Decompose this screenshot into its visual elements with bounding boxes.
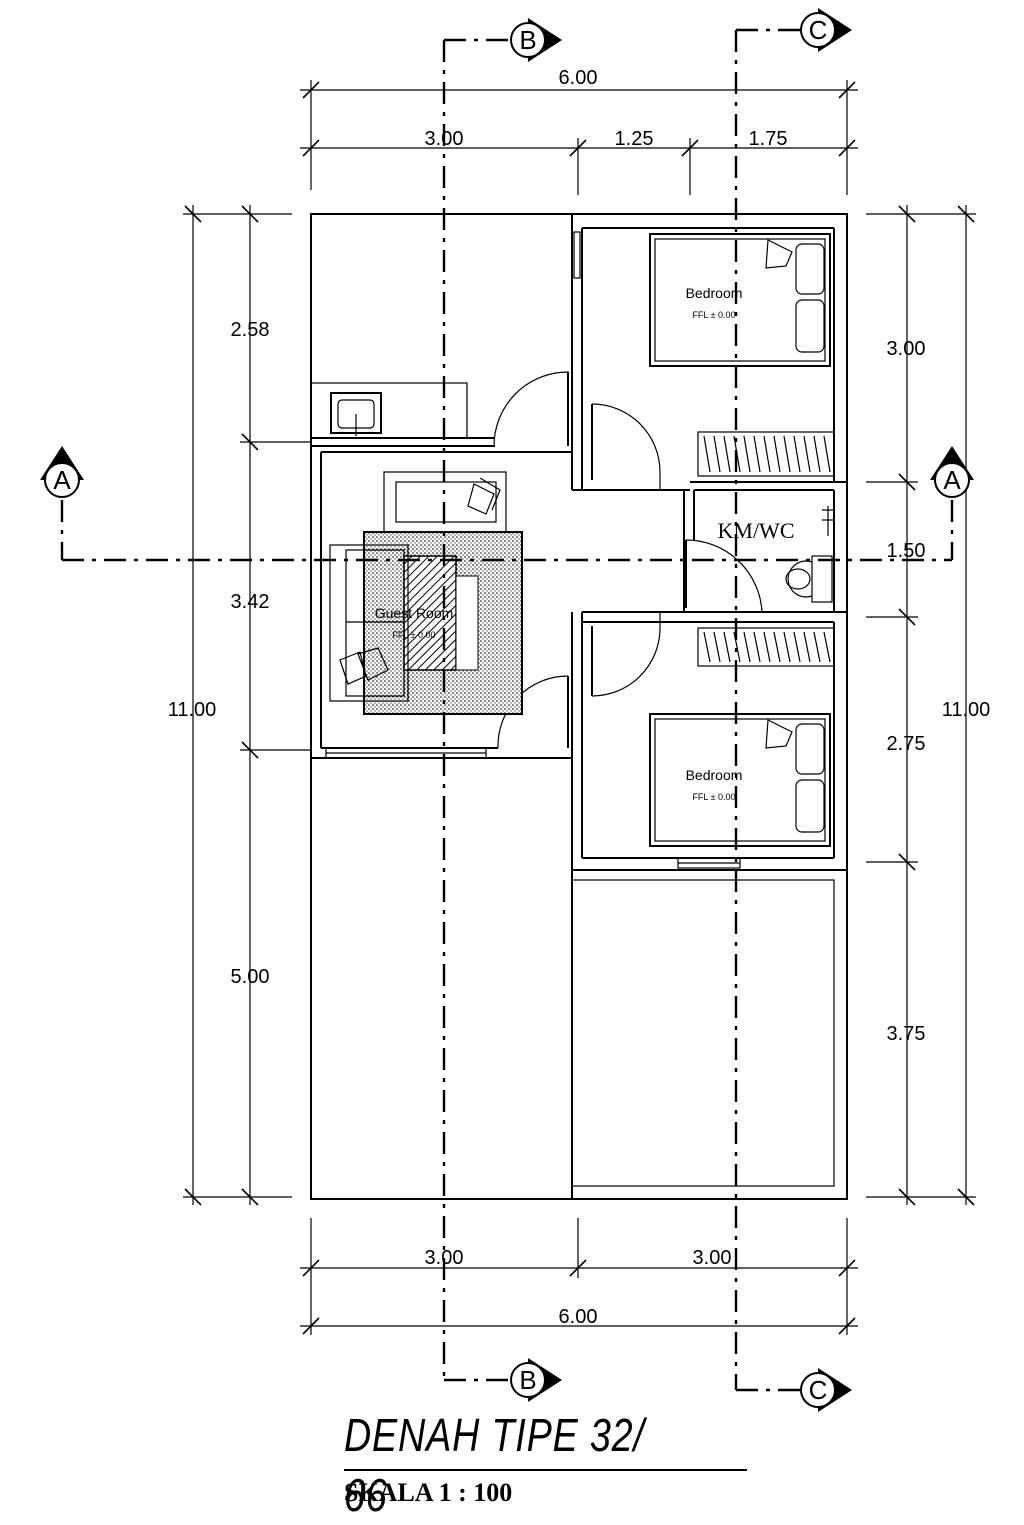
section-marker-a-right: A: [930, 446, 974, 498]
drawing-scale: SKALA 1 : 100: [344, 1478, 513, 1507]
room-ffl-guest-room: FFL ± 0.00: [392, 630, 435, 640]
bathroom-fixtures: [785, 506, 834, 603]
dim-right-total: 11.00: [942, 699, 991, 721]
bed-bottom: [649, 713, 831, 847]
walls: [310, 213, 848, 1200]
drawing-title: DENAH TIPE 32/ 66: [344, 1409, 645, 1521]
dimension-lines: [183, 80, 976, 1335]
marker-label-c-bottom: C: [809, 1375, 828, 1405]
section-marker-c-bottom: C: [800, 1368, 852, 1412]
dim-left-2: 3.42: [231, 591, 270, 613]
dim-right-2: 1.50: [887, 540, 926, 562]
dim-left-total: 11.00: [168, 699, 217, 721]
room-label-bedroom-top: Bedroom: [686, 285, 743, 301]
windows: [325, 231, 741, 869]
dim-top-mid: 1.25: [615, 128, 654, 150]
dim-left-3: 5.00: [231, 966, 270, 988]
dim-right-1: 3.00: [887, 338, 926, 360]
room-label-guest-room: Guest Room: [375, 605, 454, 621]
section-marker-b-bottom: B: [510, 1358, 562, 1402]
room-ffl-bedroom-bottom: FFL ± 0.00: [692, 792, 735, 802]
section-axes: [60, 28, 954, 1392]
marker-label-a-left: A: [53, 465, 71, 495]
marker-label-c-top: C: [809, 15, 828, 45]
wardrobe-bottom: [697, 627, 835, 667]
dim-left-1: 2.58: [231, 319, 270, 341]
section-marker-c-top: C: [800, 8, 852, 52]
room-ffl-bedroom-top: FFL ± 0.00: [692, 310, 735, 320]
section-marker-a-left: A: [40, 446, 84, 498]
marker-label-a-right: A: [943, 465, 961, 495]
dim-right-4: 3.75: [887, 1023, 926, 1045]
guest-room-furniture: [329, 471, 523, 715]
room-label-bedroom-bottom: Bedroom: [686, 767, 743, 783]
section-marker-b-top: B: [510, 18, 562, 62]
room-label-bathroom: KM/WC: [718, 518, 795, 543]
marker-label-b-top: B: [519, 25, 536, 55]
dim-bottom-total: 6.00: [559, 1306, 598, 1328]
wardrobe-top: [697, 431, 835, 477]
marker-label-b-bottom: B: [519, 1365, 536, 1395]
bed-top: [649, 233, 831, 367]
title-underline: [344, 1469, 747, 1471]
dim-top-total: 6.00: [559, 67, 598, 89]
dim-right-3: 2.75: [887, 733, 926, 755]
dim-bottom-right: 3.00: [693, 1247, 732, 1269]
dim-top-right: 1.75: [749, 128, 788, 150]
